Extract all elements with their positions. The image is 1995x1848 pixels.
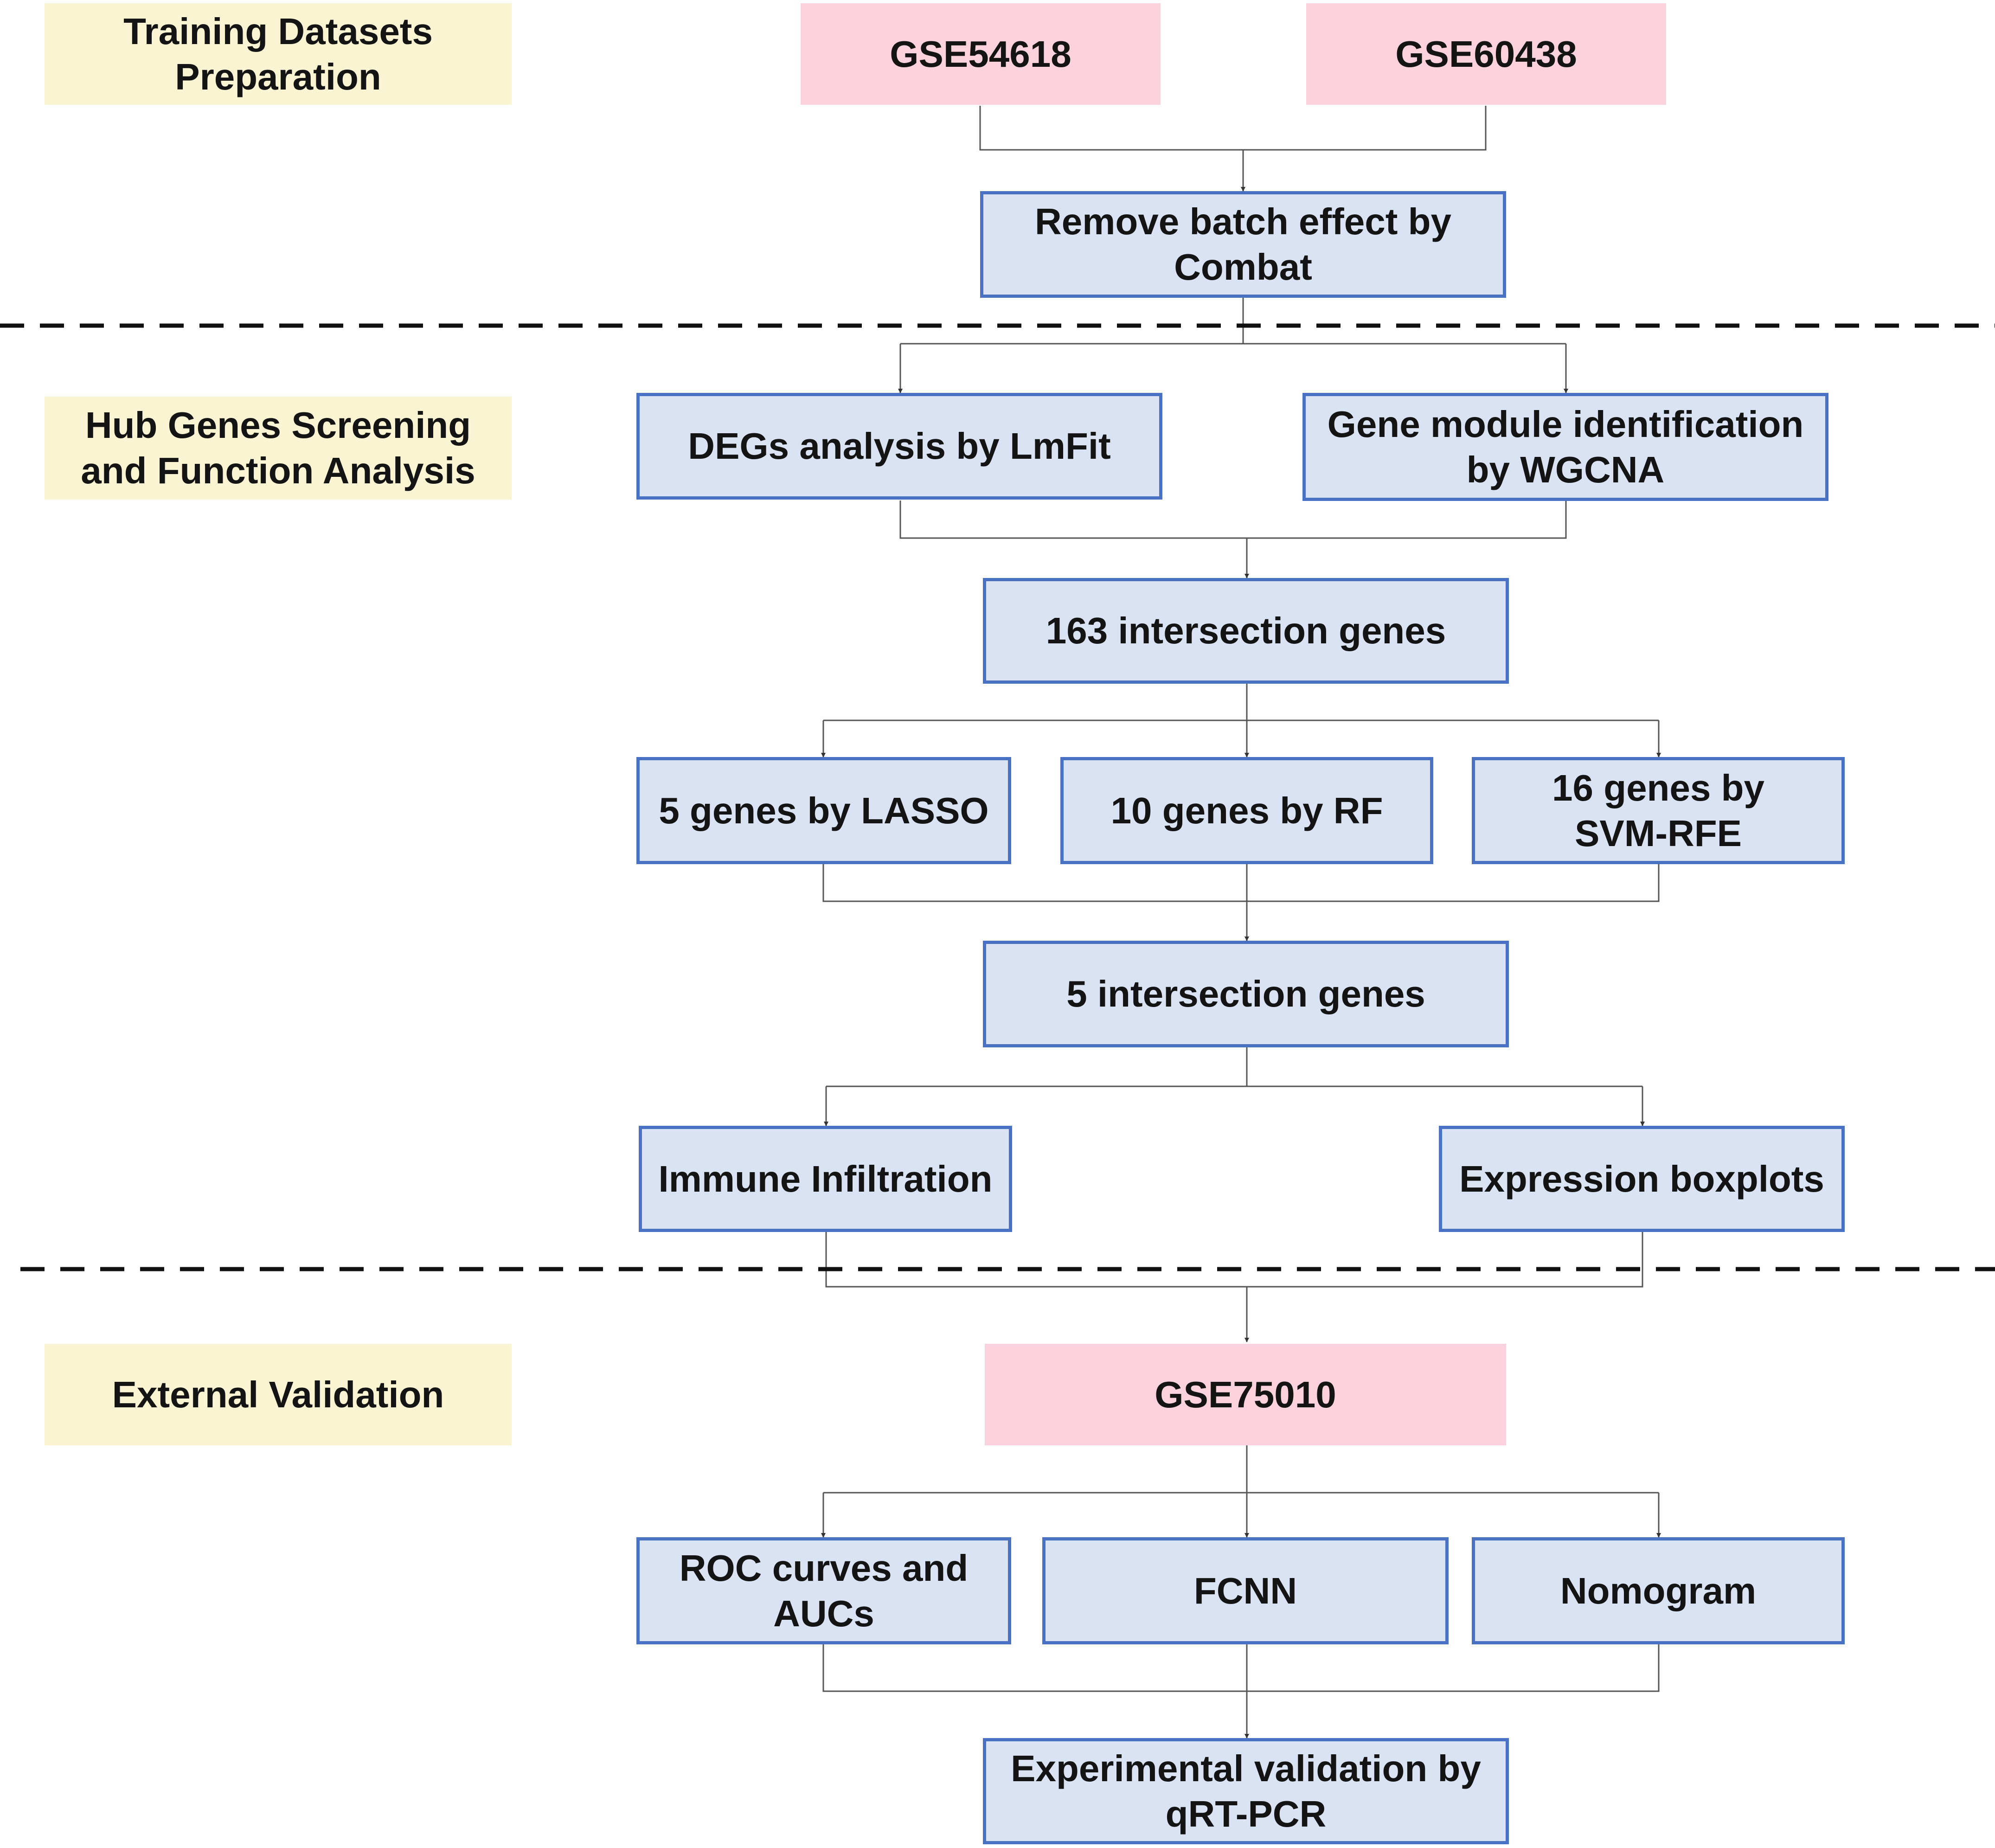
step-5-intersection-genes: 5 intersection genes	[983, 941, 1509, 1047]
step-163-intersection-genes: 163 intersection genes	[983, 578, 1509, 684]
step-expression-boxplots: Expression boxplots	[1439, 1126, 1845, 1232]
step-rf: 10 genes by RF	[1060, 757, 1433, 864]
stage-label-training: Training Datasets Preparation	[45, 3, 512, 105]
step-roc-curves: ROC curves and AUCs	[636, 1537, 1011, 1644]
connector-datasets-to-batch	[979, 106, 1487, 151]
dataset-gse75010: GSE75010	[985, 1344, 1506, 1445]
dataset-gse60438: GSE60438	[1306, 3, 1666, 105]
step-wgcna: Gene module identification by WGCNA	[1302, 393, 1828, 501]
stage-label-hub-genes: Hub Genes Screening and Function Analysi…	[45, 397, 512, 500]
step-qrt-pcr-validation: Experimental validation by qRT-PCR	[983, 1738, 1509, 1844]
step-svm-rfe: 16 genes by SVM-RFE	[1472, 757, 1845, 864]
dataset-gse54618: GSE54618	[801, 3, 1161, 105]
step-remove-batch-effect: Remove batch effect by Combat	[980, 191, 1506, 298]
step-nomogram: Nomogram	[1472, 1537, 1845, 1644]
step-degs-analysis: DEGs analysis by LmFit	[636, 393, 1162, 500]
step-fcnn: FCNN	[1042, 1537, 1449, 1644]
stage-label-external: External Validation	[45, 1344, 512, 1445]
step-lasso: 5 genes by LASSO	[636, 757, 1011, 864]
step-immune-infiltration: Immune Infiltration	[639, 1126, 1012, 1232]
